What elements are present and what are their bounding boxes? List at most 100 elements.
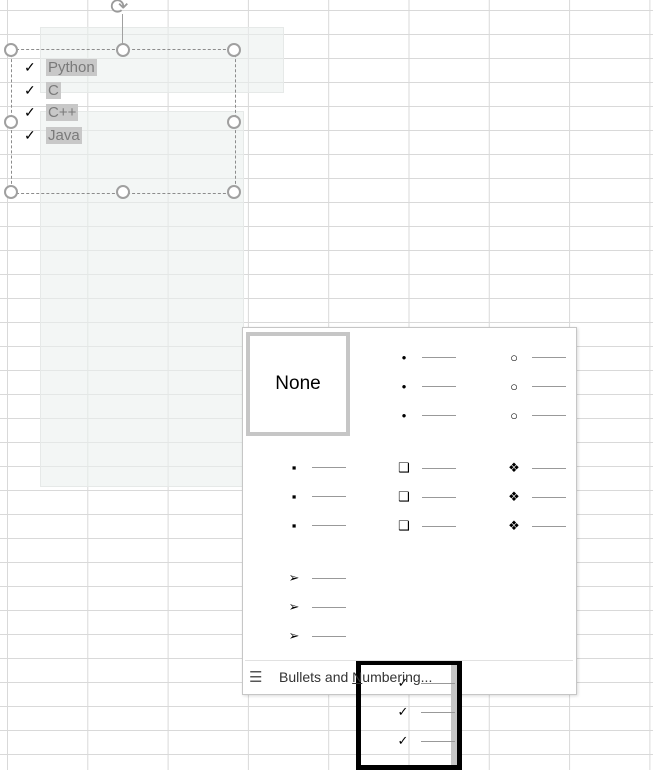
shape-shadow — [40, 111, 244, 487]
checkmark-bullet-icon: ✓ — [397, 704, 409, 719]
bullet-preview-row: • — [396, 379, 456, 394]
line-placeholder — [312, 467, 346, 468]
none-label: None — [275, 373, 321, 394]
line-placeholder — [532, 467, 566, 469]
filled-round-bullet-icon: • — [401, 350, 407, 365]
footer-label: Bullets and — [279, 669, 353, 685]
resize-handle[interactable] — [4, 43, 18, 57]
check-icon: ✓ — [24, 126, 36, 143]
bullet-preview-row: ▪ — [286, 460, 346, 475]
line-placeholder — [312, 496, 346, 497]
line-placeholder — [422, 415, 456, 416]
checkmark-bullet-icon: ✓ — [397, 733, 409, 748]
arrow-bullet-icon: ➢ — [288, 570, 300, 585]
hollow-round-bullet-icon: ○ — [510, 379, 518, 394]
line-placeholder — [422, 357, 456, 358]
line-placeholder — [422, 525, 456, 527]
checkmark-bullet-icon: ✓ — [397, 675, 409, 690]
line-placeholder — [421, 682, 455, 684]
bullet-preview-row: ○ — [506, 408, 566, 423]
bullet-preview-row: ❑ — [396, 518, 456, 534]
resize-handle[interactable] — [116, 43, 130, 57]
list-item[interactable]: ✓C — [24, 79, 61, 101]
bullet-preview-row: ▪ — [286, 518, 346, 533]
line-placeholder — [312, 606, 346, 608]
bullet-preview-row: ▪ — [286, 489, 346, 504]
resize-handle[interactable] — [227, 115, 241, 129]
line-placeholder — [532, 415, 566, 416]
list-item[interactable]: ✓ Java — [24, 124, 82, 146]
check-icon: ✓ — [24, 58, 36, 75]
diamond-bullet-icon: ❖ — [508, 460, 520, 475]
bullet-preview-row: ❑ — [396, 460, 456, 476]
check-icon: ✓ — [24, 81, 36, 98]
bullet-none-option[interactable]: None — [246, 332, 350, 436]
bullet-option-hollow-round[interactable]: ○ ○ ○ — [466, 332, 572, 438]
resize-handle[interactable] — [227, 43, 241, 57]
bullets-gallery: None • • • ○ ○ ○ ▪ ▪ ▪ ❑ ❑ ❑ ❖ ❖ ❖ ➢ ➢ ➢ ✓ ✓ ✓ ☰ Bullets and… — [242, 327, 577, 770]
filled-square-bullet-icon: ▪ — [291, 489, 297, 504]
bullet-preview-row: ❖ — [506, 518, 566, 534]
bullet-preview-row: ➢ — [286, 599, 346, 615]
bullet-preview-row: ❑ — [396, 489, 456, 505]
filled-square-bullet-icon: ▪ — [291, 460, 297, 475]
bullet-preview-row: • — [396, 408, 456, 423]
filled-square-bullet-icon: ▪ — [291, 518, 297, 533]
check-icon: ✓ — [24, 103, 36, 120]
line-placeholder — [312, 525, 346, 526]
filled-round-bullet-icon: • — [401, 379, 407, 394]
bullet-preview-row: • — [396, 350, 456, 365]
resize-handle[interactable] — [4, 185, 18, 199]
arrow-bullet-icon: ➢ — [288, 599, 300, 614]
bullet-preview-row: ➢ — [286, 570, 346, 586]
bullet-preview-row: ○ — [506, 379, 566, 394]
bullet-preview-row: ✓ — [395, 704, 455, 720]
list-icon: ☰ — [249, 669, 263, 686]
resize-handle[interactable] — [116, 185, 130, 199]
footer-label-rest: umbering... — [362, 669, 433, 685]
filled-round-bullet-icon: • — [401, 408, 407, 423]
line-placeholder — [421, 740, 455, 742]
line-placeholder — [532, 496, 566, 498]
resize-handle[interactable] — [227, 185, 241, 199]
hollow-square-bullet-icon: ❑ — [398, 460, 410, 475]
bullet-option-arrow[interactable]: ➢ ➢ ➢ — [246, 552, 352, 658]
list-item[interactable]: ✓ C++ — [24, 101, 79, 123]
arrow-bullet-icon: ➢ — [288, 628, 300, 643]
bullet-preview-row: ✓ — [395, 675, 455, 691]
list-item[interactable]: ✓ Python — [24, 56, 97, 78]
line-placeholder — [532, 357, 566, 358]
line-placeholder — [421, 711, 455, 713]
bullet-preview-row: ✓ — [395, 733, 455, 749]
hollow-square-bullet-icon: ❑ — [398, 489, 410, 504]
footer-accesskey: N — [352, 669, 363, 685]
diamond-bullet-icon: ❖ — [508, 489, 520, 504]
bullet-option-diamond[interactable]: ❖ ❖ ❖ — [466, 442, 572, 548]
hollow-round-bullet-icon: ○ — [510, 408, 518, 423]
line-placeholder — [532, 386, 566, 387]
line-placeholder — [532, 525, 566, 527]
bullet-preview-row: ○ — [506, 350, 566, 365]
item-text: Python — [46, 58, 97, 76]
line-placeholder — [312, 635, 346, 637]
resize-handle[interactable] — [4, 115, 18, 129]
item-text: C++ — [46, 103, 79, 121]
rotate-line — [122, 14, 123, 46]
bullet-preview-row: ❖ — [506, 489, 566, 505]
rotate-handle-icon[interactable]: ⟳ — [110, 0, 129, 19]
line-placeholder — [422, 496, 456, 498]
hollow-square-bullet-icon: ❑ — [398, 518, 410, 533]
line-placeholder — [422, 467, 456, 469]
item-text: C — [46, 81, 61, 99]
bullet-option-hollow-square[interactable]: ❑ ❑ ❑ — [356, 442, 462, 548]
hollow-round-bullet-icon: ○ — [510, 350, 518, 365]
bullet-option-filled-round[interactable]: • • • — [356, 332, 462, 438]
line-placeholder — [422, 386, 456, 387]
item-text: Java — [46, 126, 82, 144]
bullet-preview-row: ➢ — [286, 628, 346, 644]
line-placeholder — [312, 577, 346, 579]
footer-divider — [245, 660, 573, 661]
bullet-option-filled-square[interactable]: ▪ ▪ ▪ — [246, 442, 352, 548]
bullet-preview-row: ❖ — [506, 460, 566, 476]
